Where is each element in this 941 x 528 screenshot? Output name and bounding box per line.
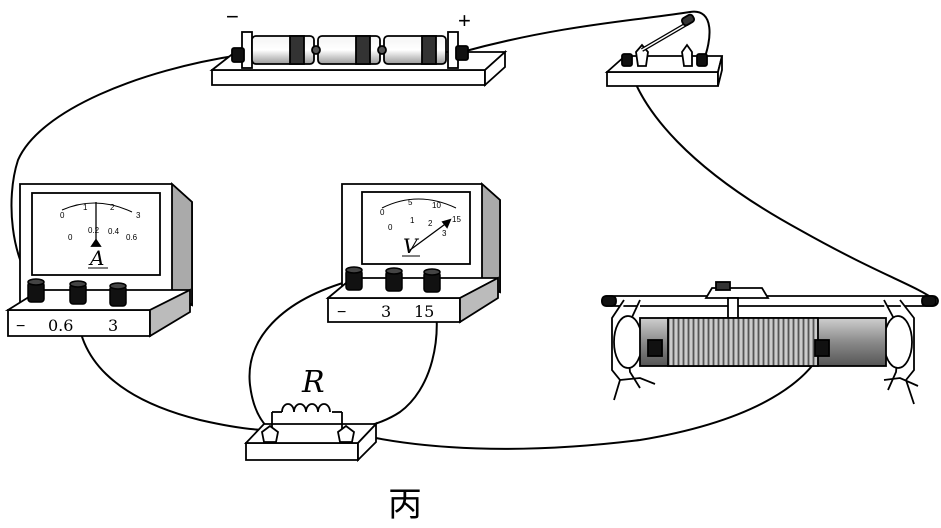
voltmeter-outer-tick-0: 0	[380, 208, 385, 217]
knife-switch[interactable]	[604, 13, 724, 87]
ammeter-terminal-3: 3	[108, 316, 118, 335]
voltmeter-terminal-15: 15	[414, 302, 434, 321]
voltmeter-terminal-3: 3	[381, 302, 391, 321]
ammeter-outer-tick-2: 2	[110, 203, 115, 212]
resistor-R	[243, 403, 379, 463]
wire-resistor-to-rheostat	[347, 344, 826, 450]
voltmeter-outer-tick-3: 15	[452, 215, 461, 224]
voltmeter-terminal-neg: −	[337, 304, 346, 321]
voltmeter-inner-tick-2: 2	[428, 219, 433, 228]
ammeter-scale: 0 1 2 3 0 0.2 0.4 0.6	[60, 203, 141, 242]
ammeter	[4, 181, 193, 338]
battery-pack	[209, 31, 508, 88]
voltmeter-inner-tick-1: 1	[410, 216, 415, 225]
battery-negative-label: −	[226, 4, 239, 29]
ammeter-outer-tick-1: 1	[83, 203, 88, 212]
ammeter-inner-tick-2: 0.4	[108, 227, 120, 236]
voltmeter-outer-tick-2: 10	[432, 201, 441, 210]
rheostat[interactable]	[601, 281, 939, 405]
wire-voltmeter-to-resistor-left	[248, 279, 354, 429]
ammeter-symbol: A	[88, 246, 104, 270]
wire-battery-to-ammeter	[10, 54, 241, 286]
wire-switch-to-rheostat	[627, 61, 936, 301]
voltmeter-inner-tick-0: 0	[388, 223, 393, 232]
ammeter-terminal-neg: −	[16, 318, 25, 335]
ammeter-terminals[interactable]	[27, 278, 127, 307]
voltmeter-scale: 0 5 10 15 0 1 2 3	[380, 198, 461, 238]
ammeter-inner-tick-1: 0.2	[88, 226, 100, 235]
voltmeter	[325, 181, 501, 324]
ammeter-outer-tick-0: 0	[60, 211, 65, 220]
ammeter-outer-tick-3: 3	[136, 211, 141, 220]
voltmeter-outer-tick-1: 5	[408, 198, 413, 207]
voltmeter-symbol: V	[403, 234, 420, 258]
wire-battery-to-switch	[461, 10, 711, 63]
ammeter-inner-tick-3: 0.6	[126, 233, 138, 242]
battery-positive-label: +	[458, 8, 471, 33]
voltmeter-inner-tick-3: 3	[442, 229, 447, 238]
ammeter-inner-tick-0: 0	[68, 233, 73, 242]
figure-caption: 丙	[388, 485, 422, 525]
ammeter-terminal-0.6: 0.6	[48, 316, 73, 335]
voltmeter-terminals[interactable]	[345, 266, 441, 293]
resistor-label: R	[301, 365, 325, 400]
